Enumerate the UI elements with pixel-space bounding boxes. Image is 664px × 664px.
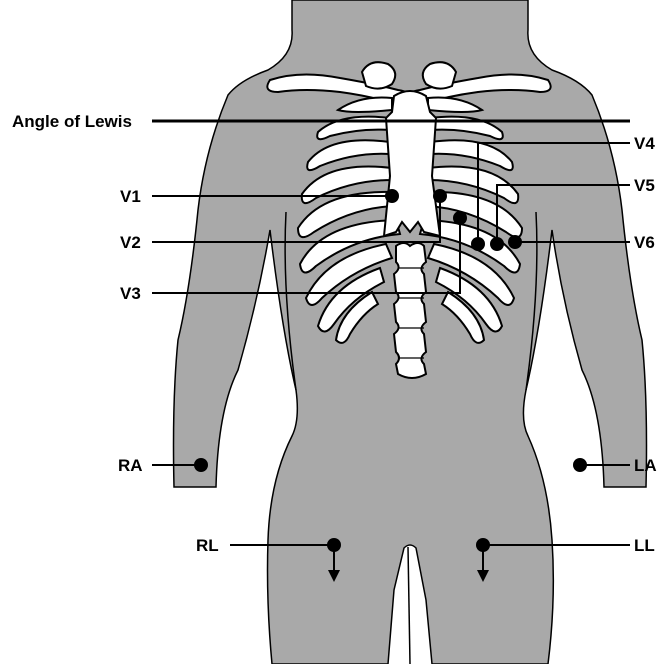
- electrode-v5: [490, 237, 504, 251]
- electrode-v6: [508, 235, 522, 249]
- electrode-v4: [471, 237, 485, 251]
- left-clavicle-head: [423, 62, 456, 88]
- electrode-rl: [327, 538, 341, 552]
- electrode-v2: [433, 189, 447, 203]
- ra-label: RA: [118, 456, 143, 475]
- electrode-ll: [476, 538, 490, 552]
- v6-label: V6: [634, 233, 655, 252]
- ll-label: LL: [634, 536, 655, 555]
- electrode-la: [573, 458, 587, 472]
- v3-label: V3: [120, 284, 141, 303]
- v1-label: V1: [120, 187, 141, 206]
- sternum: [384, 91, 440, 236]
- v2-label: V2: [120, 233, 141, 252]
- electrode-v3: [453, 211, 467, 225]
- angle-of-lewis-label: Angle of Lewis: [12, 112, 132, 131]
- v5-label: V5: [634, 176, 655, 195]
- rl-label: RL: [196, 536, 219, 555]
- electrode-v1: [385, 189, 399, 203]
- la-label: LA: [634, 456, 657, 475]
- right-clavicle-head: [362, 62, 395, 88]
- crotch-line: [408, 547, 410, 664]
- v4-label: V4: [634, 134, 655, 153]
- electrode-ra: [194, 458, 208, 472]
